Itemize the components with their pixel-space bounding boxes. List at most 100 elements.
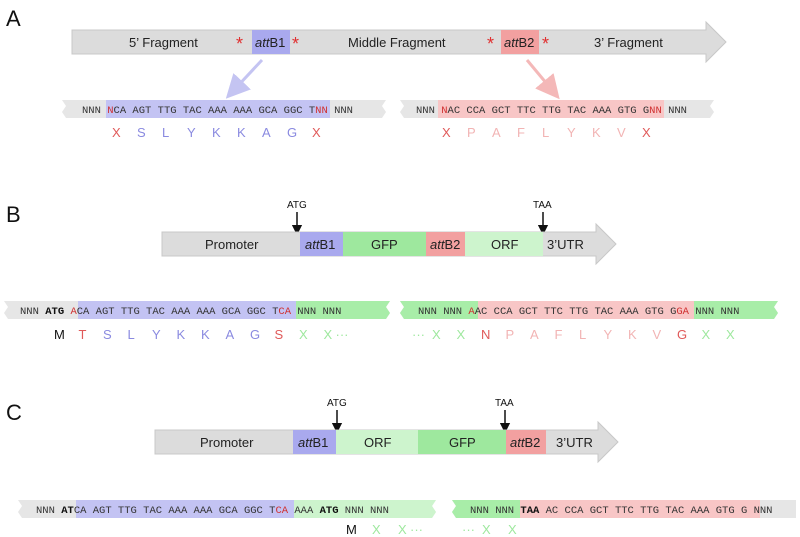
stop-codon-marker-label: TAA <box>495 398 514 409</box>
amino-acid-letter: N <box>481 327 490 342</box>
orf-label: ORF <box>364 435 392 450</box>
ellipsis: ··· <box>462 522 475 537</box>
star-mark: * <box>236 34 243 54</box>
amino-acid-letter: X <box>398 522 407 537</box>
amino-acid-letter: A <box>492 125 501 140</box>
promoter-label: Promoter <box>200 435 254 450</box>
amino-acid-letter: L <box>542 125 549 140</box>
fragment-3-label: 3’ Fragment <box>594 35 663 50</box>
star-mark: * <box>487 34 494 54</box>
ellipsis: ··· <box>410 522 423 537</box>
amino-acid-letter: K <box>201 327 210 342</box>
amino-acid-letter: S <box>103 327 112 342</box>
stop-codon-marker-label: TAA <box>533 200 552 211</box>
panel-a-right-sequence-strip <box>400 100 714 118</box>
amino-acid-letter: X <box>432 327 441 342</box>
amino-acid-letter: K <box>592 125 601 140</box>
amino-acid-letter: Y <box>567 125 576 140</box>
panel-b-construct-arrow <box>161 222 617 266</box>
attb1-sequence-a: NNN NCA AGT TTG TAC AAA AAA GCA GGC TNN … <box>82 105 353 117</box>
utr-label: 3’UTR <box>547 237 584 252</box>
amino-acid-letter: L <box>162 125 169 140</box>
amino-acid-letter: V <box>653 327 662 342</box>
utr-label: 3’UTR <box>556 435 593 450</box>
amino-acid-letter: S <box>137 125 146 140</box>
amino-acid-letter: M <box>346 522 357 537</box>
amino-acid-letter: L <box>128 327 135 342</box>
start-codon-marker-label: ATG <box>327 398 347 409</box>
ellipsis: ··· <box>412 327 425 342</box>
amino-acid-letter: Y <box>604 327 613 342</box>
amino-acid-letter: S <box>275 327 284 342</box>
amino-acid-letter: F <box>517 125 525 140</box>
attb2-sequence-b: NNN NNN AAC CCA GCT TTC TTG TAC AAA GTG … <box>418 306 739 318</box>
panel-c-construct-arrow <box>154 420 619 464</box>
promoter-label: Promoter <box>205 237 259 252</box>
ellipsis: ··· <box>336 327 349 342</box>
attb1-pointer-arrow <box>225 58 264 99</box>
start-codon-marker-label: ATG <box>287 200 307 211</box>
panel-label-c: C <box>6 400 22 425</box>
amino-acid-letter: X <box>642 125 651 140</box>
amino-acid-letter: A <box>530 327 539 342</box>
amino-acid-letter: K <box>177 327 186 342</box>
panel-a-left-sequence-strip <box>62 100 386 118</box>
amino-acid-letter: Y <box>152 327 161 342</box>
amino-acid-letter: X <box>299 327 308 342</box>
panel-b-right-sequence-strip <box>400 301 778 319</box>
amino-acid-letter: X <box>457 327 466 342</box>
attb1-label: attB1 <box>255 35 285 50</box>
amino-acid-letter: P <box>467 125 476 140</box>
attb2-sequence-a: NNN NAC CCA GCT TTC TTG TAC AAA GTG GNN … <box>416 105 687 117</box>
amino-acid-letter: X <box>372 522 381 537</box>
panel-a-construct-arrow <box>71 20 727 64</box>
attb1-sequence-b: NNN ATG ACA AGT TTG TAC AAA AAA GCA GGC … <box>20 306 341 318</box>
amino-acid-letter: Y <box>187 125 196 140</box>
attb2-label: attB2 <box>430 237 460 252</box>
amino-acid-letter: F <box>555 327 563 342</box>
amino-acid-letter: P <box>506 327 515 342</box>
amino-acid-letter: X <box>508 522 517 537</box>
amino-acid-letter: M <box>54 327 65 342</box>
gfp-label: GFP <box>371 237 398 252</box>
amino-acid-letter: X <box>324 327 333 342</box>
amino-acid-letter: X <box>112 125 121 140</box>
amino-acid-letter: A <box>262 125 271 140</box>
panel-label-a: A <box>6 6 21 31</box>
amino-acid-letter: L <box>579 327 586 342</box>
amino-acid-letter: G <box>287 125 297 140</box>
star-mark: * <box>292 34 299 54</box>
amino-acid-letter: X <box>482 522 491 537</box>
attb1-label: attB1 <box>298 435 328 450</box>
amino-acid-row-c-right: ··· X X <box>462 522 517 537</box>
panel-b-left-sequence-strip <box>4 301 390 319</box>
star-mark: * <box>542 34 549 54</box>
attb1-label: attB1 <box>305 237 335 252</box>
amino-acid-letter: X <box>312 125 321 140</box>
fragment-5-label: 5’ Fragment <box>129 35 198 50</box>
amino-acid-letter: T <box>79 327 87 342</box>
amino-acid-letter: X <box>702 327 711 342</box>
amino-acid-letter: K <box>628 327 637 342</box>
middle-fragment-label: Middle Fragment <box>348 35 446 50</box>
attb2-sequence-c: NNN NNN TAA AC CCA GCT TTC TTG TAC AAA G… <box>470 505 772 517</box>
amino-acid-letter: X <box>442 125 451 140</box>
amino-acid-letter: A <box>226 327 235 342</box>
amino-acid-letter: V <box>617 125 626 140</box>
amino-acid-letter: K <box>237 125 246 140</box>
panel-c-right-sequence-strip <box>452 500 796 518</box>
gfp-label: GFP <box>449 435 476 450</box>
attb2-label: attB2 <box>510 435 540 450</box>
panel-label-b: B <box>6 202 21 227</box>
attb2-label: attB2 <box>504 35 534 50</box>
panel-c-left-sequence-strip <box>18 500 436 518</box>
amino-acid-letter: X <box>726 327 735 342</box>
amino-acid-letter: G <box>250 327 260 342</box>
amino-acid-letter: G <box>677 327 687 342</box>
